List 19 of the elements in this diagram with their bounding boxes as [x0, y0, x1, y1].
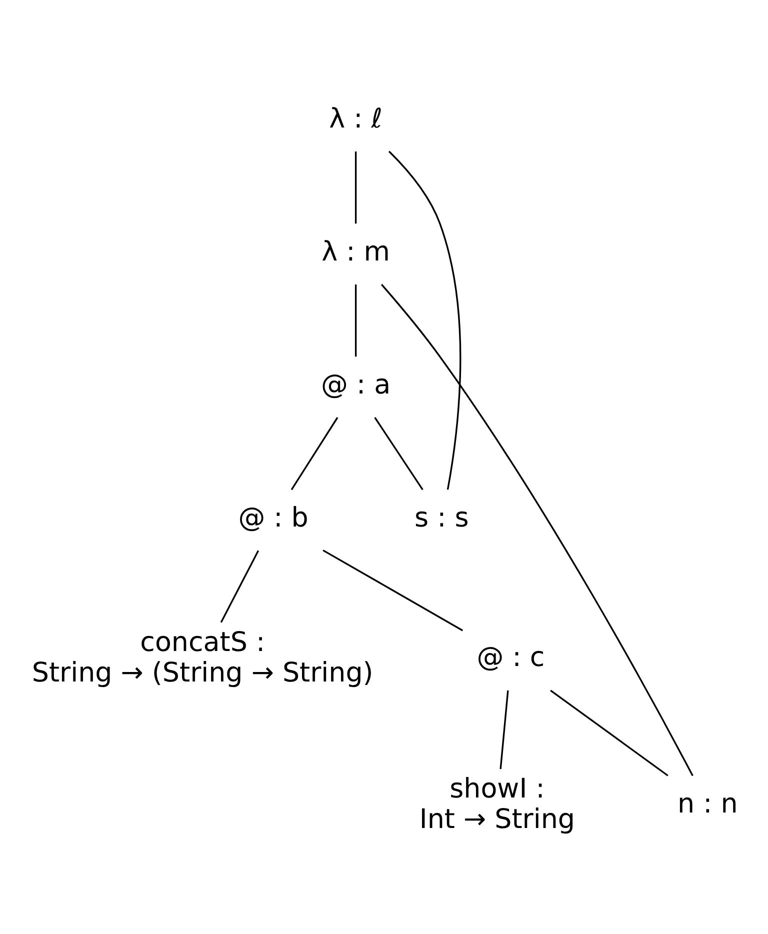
node-text: n : n: [678, 788, 738, 820]
node-text: showI : Int → String: [419, 773, 576, 835]
connector: [354, 284, 357, 357]
connector: [388, 150, 462, 490]
node-text: @ : a: [320, 369, 391, 400]
node-text: concatS : String → (String → String): [32, 627, 374, 688]
node-text: @ : b: [238, 502, 308, 534]
connector: [500, 690, 509, 770]
connector: [380, 284, 694, 776]
connector: [220, 550, 260, 623]
node-text: λ : ℓ: [329, 103, 382, 134]
connector: [550, 690, 668, 776]
connector: [322, 550, 464, 632]
connector: [374, 417, 424, 490]
connector: [290, 417, 338, 490]
node-text: λ : m: [322, 236, 390, 268]
node-text: @ : c: [476, 642, 545, 674]
node-text: s : s: [414, 502, 469, 534]
connector: [354, 152, 357, 224]
